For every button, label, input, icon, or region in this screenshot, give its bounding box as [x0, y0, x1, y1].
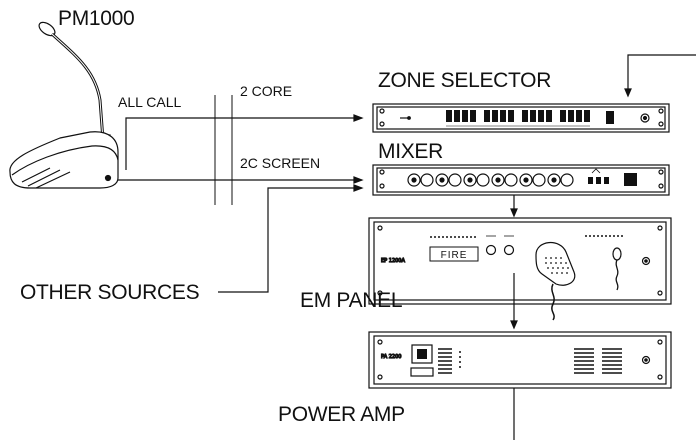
pm1000-microphone	[9, 21, 119, 189]
mixer-panel	[372, 164, 670, 196]
mixer-knobs	[407, 173, 574, 187]
mixer-label: MIXER	[378, 140, 444, 163]
2-core-label: 2 CORE	[240, 83, 293, 99]
cable-break-marks	[214, 95, 233, 205]
all-call-label: ALL CALL	[118, 94, 182, 110]
fire-display: FIRE	[441, 250, 468, 261]
svg-text:EP 1200A: EP 1200A	[381, 258, 405, 264]
power-amp-label: POWER AMP	[278, 403, 405, 426]
zone-selector-label: ZONE SELECTOR	[378, 69, 552, 92]
pm1000-label: PM1000	[58, 7, 135, 30]
other-sources-label: OTHER SOURCES	[20, 281, 200, 304]
em-panel-label: EM PANEL	[300, 289, 403, 312]
other-sources-wire	[218, 187, 362, 293]
zone-input-wire	[627, 54, 696, 92]
power-amp-panel: PA 2200	[368, 331, 672, 389]
all-call-wire	[125, 117, 362, 170]
svg-text:PA 2200: PA 2200	[381, 354, 401, 360]
wiring-lines	[118, 54, 696, 440]
zone-selector-panel	[372, 103, 670, 133]
2c-screen-label: 2C SCREEN	[240, 155, 321, 171]
em-panel: EP 1200A FIRE	[368, 217, 672, 321]
